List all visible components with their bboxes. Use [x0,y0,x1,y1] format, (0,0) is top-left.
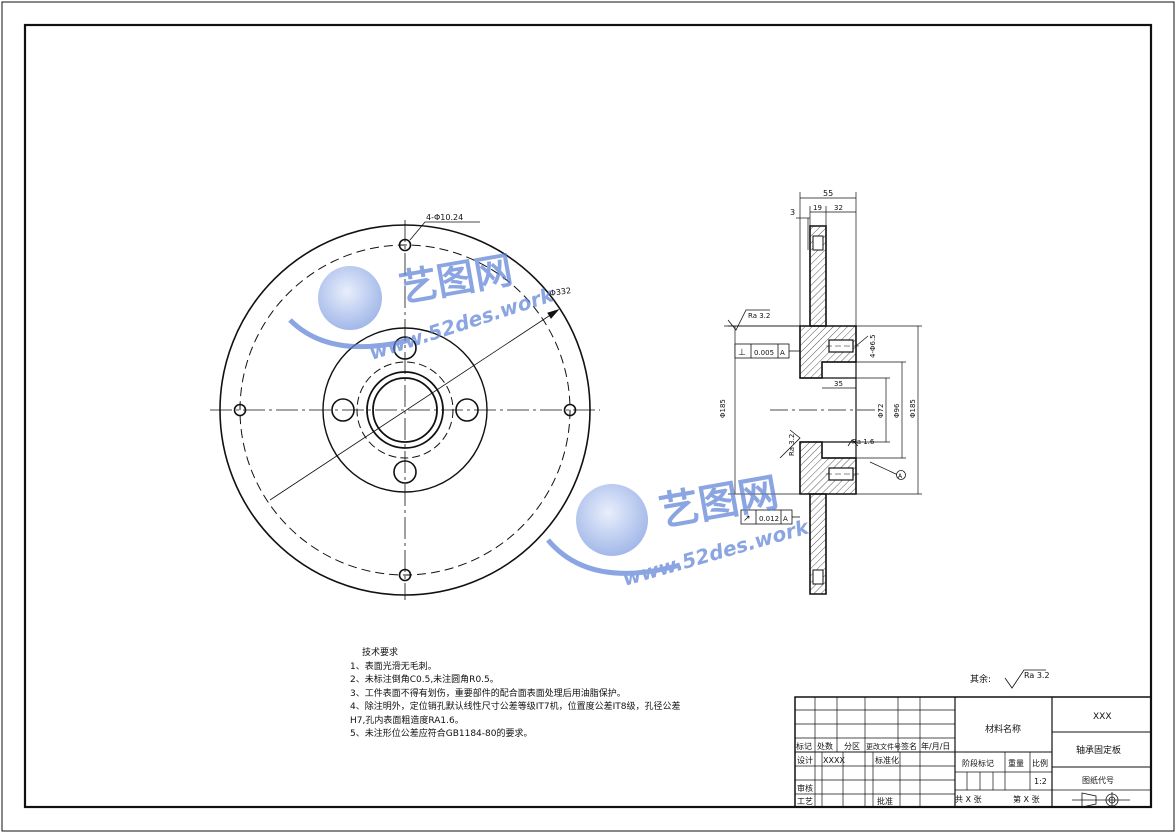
dim-35: 35 [834,380,843,388]
flange-hole-lower [812,569,824,585]
dim-dia-72: Φ72 [877,404,885,418]
tb-material: 材料名称 [985,723,1021,735]
bolt-circle-outer [239,244,571,576]
title-block [794,696,1152,808]
dim-dia-185: Φ185 [909,399,917,418]
note-item: 4、除注明外，定位销孔默认线性尺寸公差等级IT7机，位置度公差IT8级，孔径公差 [350,702,681,712]
tb-header-6: 年/月/日 [921,741,950,751]
watermark-top: 艺图网 www.52des.work [288,248,558,365]
roughness-symbols [724,309,859,459]
tb-review: 审核 [797,783,813,793]
tb-design-label: 设计 [797,755,813,765]
tb-header-2: 处数 [817,741,833,751]
note-item: H7,孔内表面粗造度RA1.6。 [350,715,464,726]
dim-19: 19 [813,204,822,212]
perp-datum: A [780,349,785,357]
note-item: 2、未标注倒角C0.5,未注圆角R0.5。 [350,675,499,685]
runout-value: 0.012 [759,515,779,523]
technical-notes: 技术要求 1、表面光滑无毛刺。 2、未标注倒角C0.5,未注圆角R0.5。 3、… [350,647,730,742]
perp-symbol: ⊥ [738,348,746,358]
datum-label: A [898,473,903,480]
tb-process: 工艺 [797,797,813,806]
hole-callout: 4-Φ10.24 [426,213,463,222]
inner-frame [23,23,1153,809]
tb-design-value: XXXX [823,756,845,765]
projection-symbol [1072,792,1130,808]
tb-standardize: 标准化 [875,755,899,765]
dim-3: 3 [790,208,795,217]
tb-weight: 重量 [1008,758,1024,768]
runout-datum: A [783,515,788,523]
tb-header-5: 签名 [901,741,917,751]
ra-left: Ra 3.2 [788,434,796,456]
tb-header-3: 分区 [844,742,860,751]
watermark-bottom: 艺图网 www.52des.work [546,470,813,591]
section-dimensions [728,192,922,495]
tolerance-runout: ↗ 0.012 A [740,509,800,525]
tb-part-name: 轴承固定板 [1076,744,1121,756]
dim-thread: 4-Φ6.5 [869,334,877,358]
flange-hole-upper [812,235,824,251]
runout-symbol: ↗ [743,514,751,524]
remaining-value: Ra 3.2 [1024,671,1050,680]
datum-circle [896,470,906,480]
notes-title: 技术要求 [362,648,399,658]
perp-value: 0.005 [754,349,774,357]
dia-leader [269,309,559,501]
front-view [210,220,600,600]
note-item: 3、工件表面不得有划伤，重要部件的配合面表面处理后用油脂保护。 [350,688,626,699]
tb-sheets-total: 共 X 张 [955,795,982,804]
tb-header-4: 更改文件号 [866,742,901,751]
tb-drawing-no: 图纸代号 [1082,775,1114,785]
section-view [770,225,880,595]
tb-scale-value: 1:2 [1034,777,1047,786]
dia-callout: Φ332 [549,286,572,298]
dim-dia-96: Φ96 [893,403,901,418]
ra-bore: Ra 1.6 [852,438,875,446]
note-item: 1、表面光滑无毛刺。 [350,661,437,672]
tb-company: XXX [1093,712,1112,722]
tb-sheet-no: 第 X 张 [1013,794,1040,804]
ra-top: Ra 3.2 [748,312,770,320]
note-item: 5、未注形位公差应符合GB1184-80的要求。 [350,729,533,739]
tb-header-1: 标记 [796,741,812,751]
tb-stage: 阶段标记 [962,758,994,768]
dim-55: 55 [823,189,833,198]
tolerance-perp: ⊥ 0.005 A [734,343,800,359]
dim-32: 32 [834,204,843,212]
tb-approve: 批准 [877,796,893,806]
remaining-label: 其余: [970,673,991,685]
tb-scale-label: 比例 [1032,758,1048,768]
dia-arrow [547,309,560,319]
hole-leader [409,221,480,241]
inner-pitch-circle [356,361,454,459]
dim-dia-left: Φ185 [719,399,727,418]
